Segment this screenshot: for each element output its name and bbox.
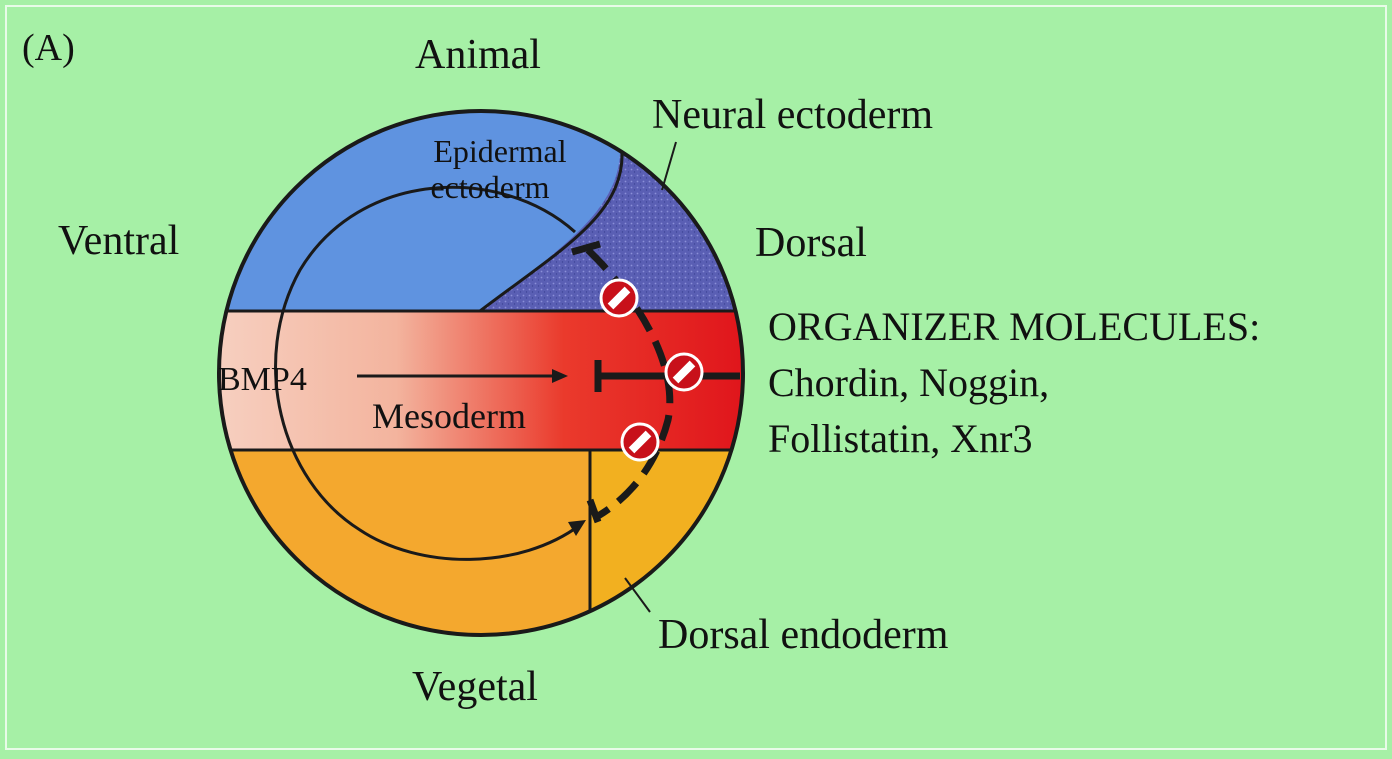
animal-label: Animal [415, 32, 541, 78]
dorsal-endoderm-label: Dorsal endoderm [658, 612, 949, 658]
no-symbol-icon [622, 424, 658, 460]
vegetal-label: Vegetal [412, 664, 538, 710]
organizer-line1: Chordin, Noggin, [768, 360, 1049, 405]
epidermal-label-line2: ectoderm [430, 169, 549, 205]
bmp4-label: BMP4 [218, 361, 307, 398]
mesoderm-label: Mesoderm [372, 396, 526, 436]
neural-ectoderm-label: Neural ectoderm [652, 92, 933, 138]
ventral-label: Ventral [58, 218, 179, 264]
no-symbol-icon [601, 280, 637, 316]
organizer-line2: Follistatin, Xnr3 [768, 416, 1032, 461]
organizer-heading: ORGANIZER MOLECULES: [768, 304, 1260, 349]
epidermal-label-line1: Epidermal [433, 133, 566, 169]
no-symbol-icon [666, 354, 702, 390]
panel-label: (A) [22, 27, 75, 69]
neural-leader-line [662, 142, 676, 190]
dorsal-label: Dorsal [755, 220, 867, 266]
